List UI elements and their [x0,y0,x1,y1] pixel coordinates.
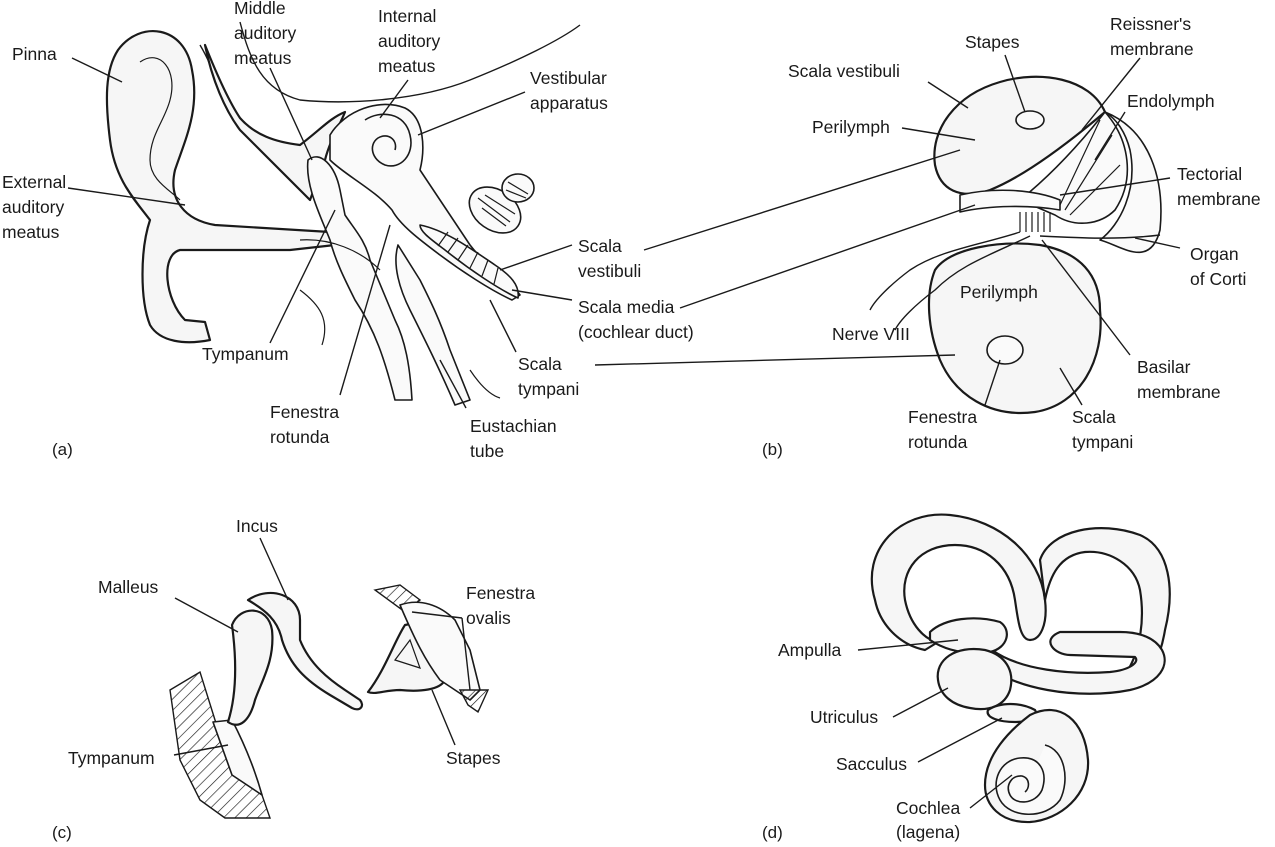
utriculus-shape [936,647,1013,711]
cochlea-outer-wall [1099,111,1162,254]
label-b-scala-tympani-2: tympani [1072,432,1133,452]
label-a-scala-vestibuli-1: Scala [578,236,622,256]
spiral-lamina [959,189,1061,213]
label-ampulla: Ampulla [778,640,841,660]
panel-connectors [594,149,976,366]
label-incus: Incus [236,516,278,536]
panel-label-b: (b) [762,440,783,459]
label-a-fenestra-rotunda-1: Fenestra [270,402,339,422]
label-external-meatus-3: meatus [2,222,60,242]
label-a-scala-tympani-1: Scala [518,354,562,374]
label-tectorial-2: membrane [1177,189,1261,209]
label-internal-meatus-1: Internal [378,6,436,26]
label-eustachian-1: Eustachian [470,416,557,436]
cochlea-spiral [995,744,1066,815]
label-reissner-1: Reissner's [1110,14,1191,34]
label-sacculus: Sacculus [836,754,907,774]
cochlear-canal [419,224,520,299]
label-middle-meatus-3: meatus [234,48,292,68]
label-cochlea-2: (lagena) [896,822,960,842]
label-middle-meatus-2: auditory [234,23,297,43]
label-pinna: Pinna [12,44,57,64]
panel-label-d: (d) [762,823,783,842]
scala-tympani-chamber [927,242,1102,415]
ampulla-shape [928,617,1008,654]
panel-label-c: (c) [52,823,72,842]
label-vestibular-1: Vestibular [530,68,607,88]
label-utriculus: Utriculus [810,707,878,727]
label-a-tympanum: Tympanum [202,344,289,364]
label-a-scala-tympani-2: tympani [518,379,579,399]
label-scala-media-1: Scala media [578,297,675,317]
label-internal-meatus-3: meatus [378,56,436,76]
stapes-footplate-wall [458,689,490,714]
label-scala-media-2: (cochlear duct) [578,322,694,342]
tube-lines [299,239,501,399]
label-nerve-viii: Nerve VIII [832,324,910,344]
label-internal-meatus-2: auditory [378,31,441,51]
label-middle-meatus-1: Middle [234,0,286,18]
cochlea-striations [437,231,499,285]
label-b-fenestra-rotunda-1: Fenestra [908,407,977,427]
panel-d-leaders [857,639,1013,809]
label-organ-corti-1: Organ [1190,244,1239,264]
label-cochlea-1: Cochlea [896,798,960,818]
fenestra-rotunda-oval [986,335,1024,365]
label-endolymph: Endolymph [1127,91,1215,111]
label-b-stapes: Stapes [965,32,1020,52]
cochlea-sections [468,173,535,234]
nerve-fibers [869,231,1161,331]
label-malleus: Malleus [98,577,159,597]
label-organ-corti-2: of Corti [1190,269,1246,289]
panel-a-drawing [67,21,581,409]
label-tectorial-1: Tectorial [1177,164,1242,184]
middle-ear-bone [306,156,413,401]
label-basilar-2: membrane [1137,382,1221,402]
label-fenestra-ovalis-2: ovalis [466,608,511,628]
label-basilar-1: Basilar [1137,357,1191,377]
stapes-inner [394,638,421,669]
label-b-fenestra-rotunda-2: rotunda [908,432,968,452]
label-perilymph-bottom: Perilymph [960,282,1038,302]
label-external-meatus-2: auditory [2,197,65,217]
panel-a-leaders [67,57,573,409]
panel-label-a: (a) [52,440,73,459]
panel-c-drawing [169,537,490,819]
anterior-canal [870,513,1047,652]
malleus-bone [226,609,274,726]
vestibular-coil [364,113,412,167]
pinna-inner-fold [139,57,181,201]
label-c-stapes: Stapes [446,748,501,768]
scala-vestibuli-chamber [933,75,1107,195]
stapes-oval [1015,110,1045,130]
pinna-shape [105,29,337,344]
label-b-scala-tympani-1: Scala [1072,407,1116,427]
panel-d-drawing [857,513,1171,824]
label-perilymph-top: Perilymph [812,117,890,137]
label-fenestra-ovalis-1: Fenestra [466,583,535,603]
panel-b-leaders [901,54,1181,406]
label-b-scala-vestibuli: Scala vestibuli [788,61,900,81]
panel-c-leaders [173,537,471,756]
label-external-meatus-1: External [2,172,66,192]
horizontal-canal [978,630,1166,695]
incus-bone [246,591,364,711]
cranium-outline [239,21,581,103]
eustachian-tube [395,244,471,406]
label-reissner-2: membrane [1110,39,1194,59]
label-a-fenestra-rotunda-2: rotunda [270,427,330,447]
label-vestibular-2: apparatus [530,93,608,113]
label-c-tympanum: Tympanum [68,748,155,768]
label-a-scala-vestibuli-2: vestibuli [578,261,641,281]
label-eustachian-2: tube [470,441,504,461]
panel-b-drawing [869,54,1181,415]
